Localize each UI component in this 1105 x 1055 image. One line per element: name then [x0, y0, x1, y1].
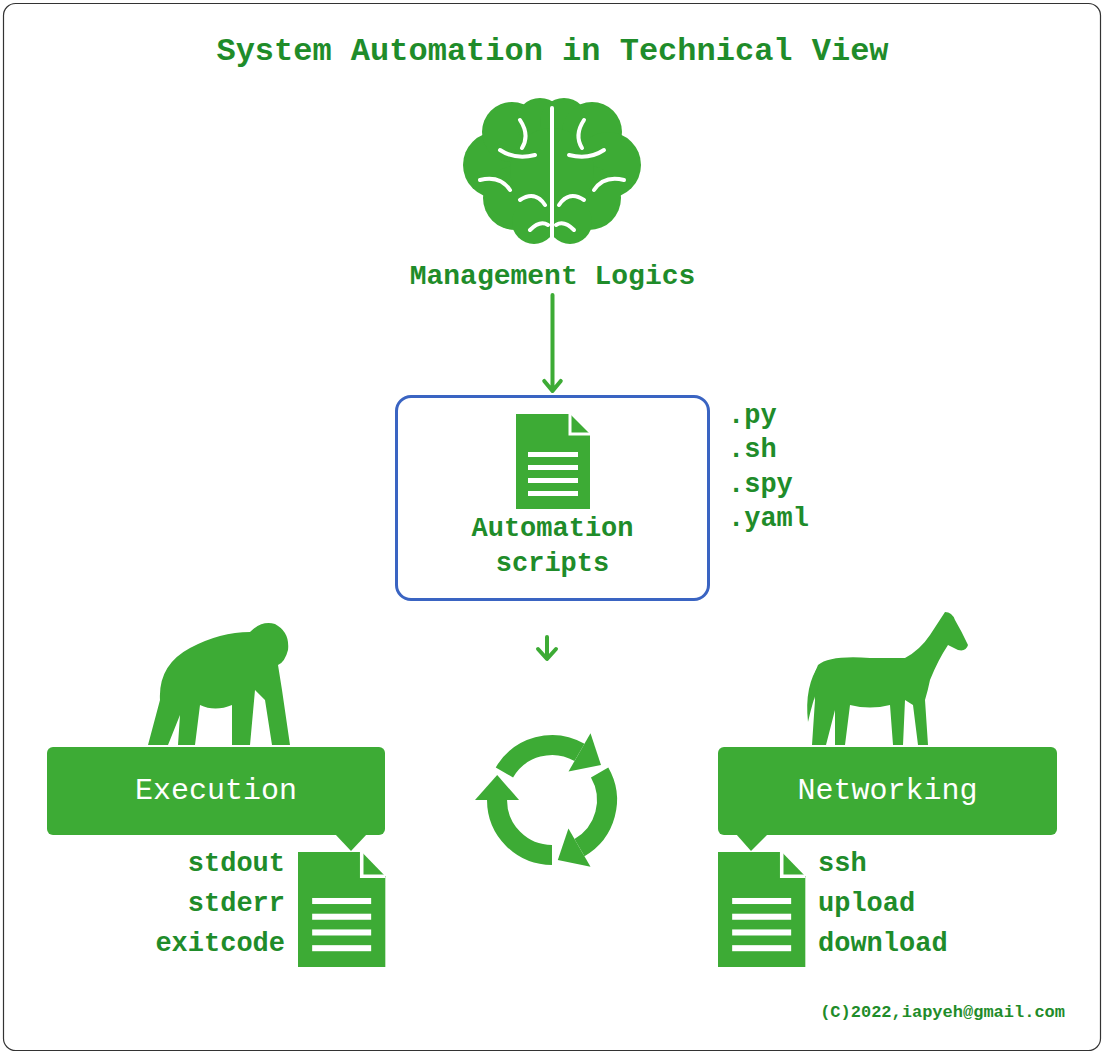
- gorilla-icon: [148, 623, 290, 745]
- flow-arrow: [544, 295, 561, 391]
- icon-node: Management Logics: [395, 100, 710, 292]
- copyright-note: (C)2022,iapyeh@gmail.com: [820, 1004, 1065, 1022]
- item-label: download: [818, 929, 948, 959]
- cycle-icon: [470, 733, 634, 875]
- callout-tail: [335, 834, 367, 851]
- node-text: Networking: [797, 774, 977, 808]
- node-text: Management Logics: [410, 262, 696, 292]
- item-label: .py: [728, 401, 777, 431]
- item-label: upload: [818, 889, 915, 919]
- brain-icon: [463, 98, 641, 244]
- process-box: Networking: [718, 747, 1057, 835]
- item-label: .spy: [728, 470, 793, 500]
- horse-icon: [807, 612, 968, 745]
- node-text: Execution: [135, 774, 297, 808]
- item-label: exitcode: [155, 929, 285, 959]
- process-box: Execution: [47, 747, 385, 835]
- script-doc-icon: [516, 414, 590, 509]
- node-text: Automation scripts: [428, 512, 678, 582]
- down-arrow: [538, 637, 556, 659]
- item-label: .sh: [728, 435, 777, 465]
- callout-tail: [736, 834, 768, 851]
- frame: [4, 4, 1101, 1051]
- title: System Automation in Technical View: [0, 35, 1105, 69]
- output-doc-icon: [298, 852, 385, 967]
- transfer-doc-icon: [718, 852, 805, 967]
- item-label: stdout: [188, 849, 285, 879]
- item-label: ssh: [818, 849, 867, 879]
- script-box: Automation scripts: [395, 395, 710, 601]
- item-label: stderr: [188, 889, 285, 919]
- item-label: .yaml: [728, 504, 809, 534]
